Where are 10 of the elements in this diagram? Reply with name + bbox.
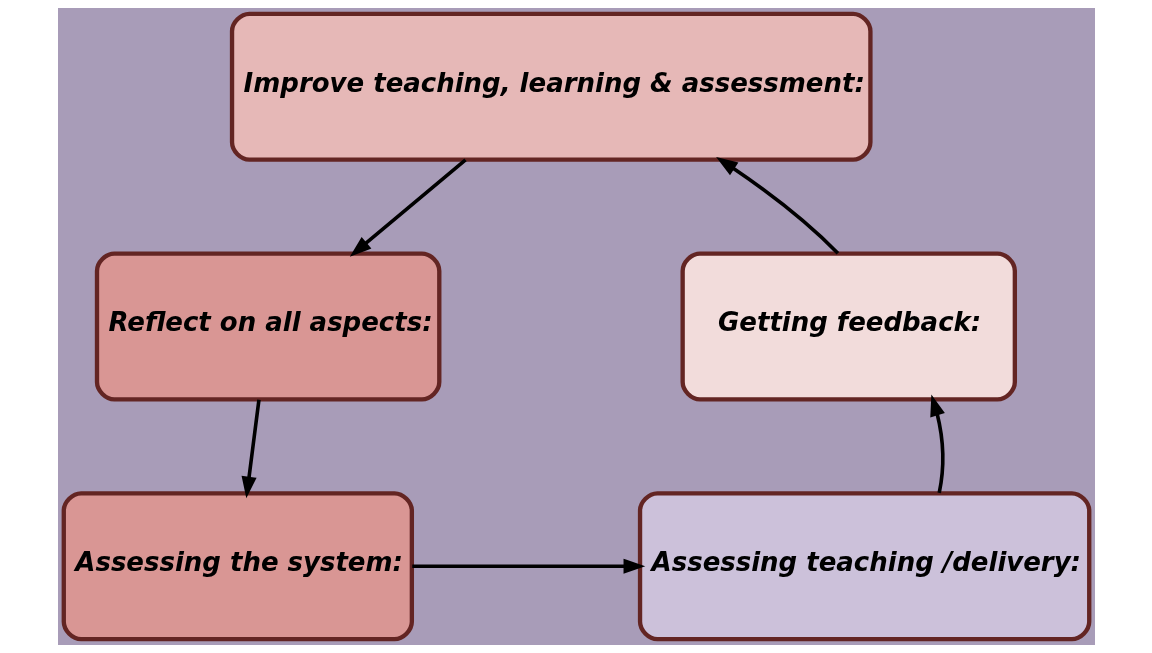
node-box: Assessing teaching /delivery: <box>637 491 1091 642</box>
arrow <box>349 158 467 257</box>
node-box: Assessing the system: <box>61 491 414 642</box>
arrow <box>715 156 839 255</box>
node-box: Reflect on all aspects: <box>94 251 441 402</box>
arrow <box>929 394 945 494</box>
node-box: Getting feedback: <box>680 251 1017 402</box>
arrow <box>241 399 261 499</box>
arrow <box>411 558 645 574</box>
node-box: Improve teaching, learning & assessment: <box>229 11 873 162</box>
